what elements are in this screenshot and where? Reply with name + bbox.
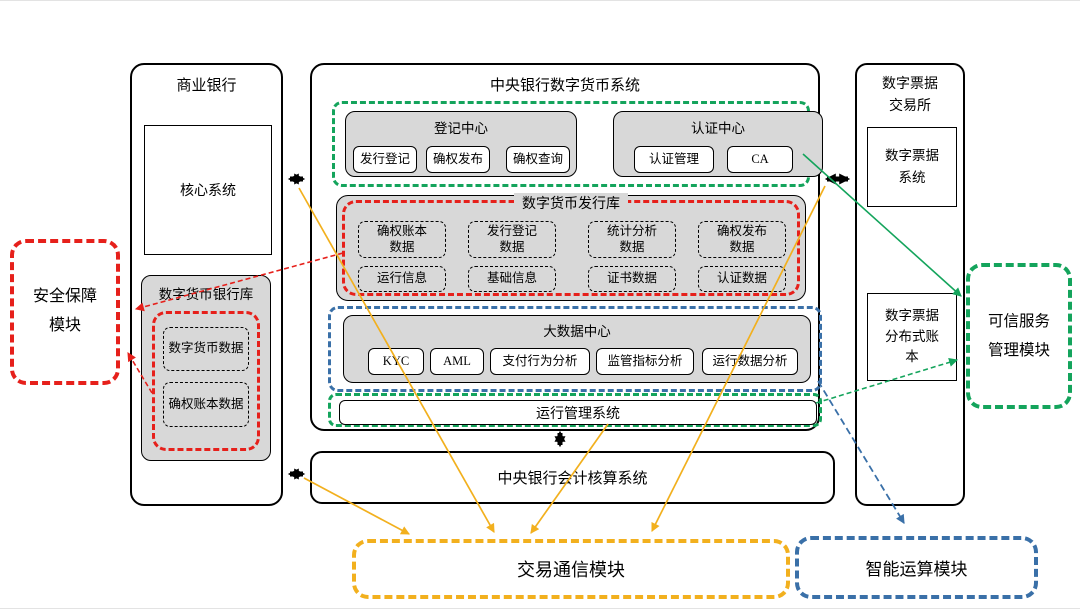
accounting-system-box: 中央银行会计核算系统 bbox=[310, 451, 835, 504]
bill-ledger-box: 数字票据 分布式账 本 bbox=[867, 293, 957, 381]
bill-exchange-box: 数字票据 交易所 数字票据 系统 数字票据 分布式账 本 bbox=[855, 63, 965, 506]
bill-system-box: 数字票据 系统 bbox=[867, 127, 957, 207]
reg-cert-green-frame: 登记中心 发行登记 确权发布 确权查询 认证中心 认证管理 CA bbox=[332, 101, 823, 187]
ca-box: CA bbox=[727, 146, 793, 173]
core-system-box: 核心系统 bbox=[144, 125, 272, 255]
central-bank-system-box: 中央银行数字货币系统 登记中心 发行登记 确权发布 确权查询 认证中心 认证管理… bbox=[310, 63, 823, 431]
data-box-operation-info: 运行信息 bbox=[358, 266, 446, 292]
certification-center-box: 认证中心 认证管理 CA bbox=[613, 111, 823, 177]
big-data-blue-frame: 大数据中心 KYC AML 支付行为分析 监管指标分析 运行数据分析 bbox=[328, 306, 822, 392]
certification-center-title: 认证中心 bbox=[691, 121, 745, 136]
registration-center-title: 登记中心 bbox=[434, 121, 488, 136]
registration-center-box: 登记中心 发行登记 确权发布 确权查询 bbox=[345, 111, 577, 177]
big-data-center-box: 大数据中心 KYC AML 支付行为分析 监管指标分析 运行数据分析 bbox=[343, 315, 811, 383]
data-box-basic-info: 基础信息 bbox=[468, 266, 556, 292]
issuance-lib-title: 数字货币发行库 bbox=[514, 193, 628, 213]
data-box-auth-data: 认证数据 bbox=[698, 266, 786, 292]
kyc-box: KYC bbox=[368, 348, 424, 375]
regulatory-analysis-box: 监管指标分析 bbox=[596, 348, 694, 375]
right-query-box: 确权查询 bbox=[506, 146, 570, 173]
currency-bank-lib-red-frame: 数字货币数据 确权账本数据 bbox=[152, 311, 260, 451]
bill-exchange-title: 数字票据 交易所 bbox=[882, 77, 938, 114]
data-box-right-ledger: 确权账本 数据 bbox=[358, 221, 446, 258]
data-box-cert-data: 证书数据 bbox=[588, 266, 676, 292]
trusted-service-module-box: 可信服务 管理模块 bbox=[966, 263, 1072, 409]
issuance-lib-backing: 数字货币发行库 确权账本 数据 发行登记 数据 统计分析 数据 确权发布 数据 … bbox=[336, 193, 806, 301]
aml-box: AML bbox=[430, 348, 484, 375]
payment-analysis-box: 支付行为分析 bbox=[490, 348, 590, 375]
operation-mgmt-green-frame: 运行管理系统 bbox=[328, 393, 822, 427]
currency-bank-lib-box: 数字货币银行库 数字货币数据 确权账本数据 bbox=[141, 275, 271, 461]
right-ledger-data-box: 确权账本数据 bbox=[163, 382, 249, 427]
currency-bank-lib-title: 数字货币银行库 bbox=[158, 287, 254, 302]
data-box-right-publish: 确权发布 数据 bbox=[698, 221, 786, 258]
currency-data-box: 数字货币数据 bbox=[163, 327, 249, 371]
right-publish-box: 确权发布 bbox=[426, 146, 490, 173]
intelligent-computing-module-box: 智能运算模块 bbox=[795, 536, 1038, 599]
data-box-stat-analysis: 统计分析 数据 bbox=[588, 221, 676, 258]
commercial-bank-box: 商业银行 核心系统 数字货币银行库 数字货币数据 确权账本数据 bbox=[130, 63, 283, 506]
operation-analysis-box: 运行数据分析 bbox=[702, 348, 798, 375]
data-box-issue-register: 发行登记 数据 bbox=[468, 221, 556, 258]
transaction-comm-module-box: 交易通信模块 bbox=[352, 539, 790, 599]
big-data-center-title: 大数据中心 bbox=[543, 324, 611, 339]
issuance-lib-red-frame: 数字货币发行库 确权账本 数据 发行登记 数据 统计分析 数据 确权发布 数据 … bbox=[342, 193, 800, 296]
issue-register-box: 发行登记 bbox=[353, 146, 417, 173]
central-bank-system-title: 中央银行数字货币系统 bbox=[489, 78, 640, 94]
cert-mgmt-box: 认证管理 bbox=[634, 146, 714, 173]
operation-mgmt-box: 运行管理系统 bbox=[339, 400, 817, 425]
commercial-bank-title: 商业银行 bbox=[176, 78, 237, 94]
security-module-box: 安全保障 模块 bbox=[10, 239, 120, 385]
